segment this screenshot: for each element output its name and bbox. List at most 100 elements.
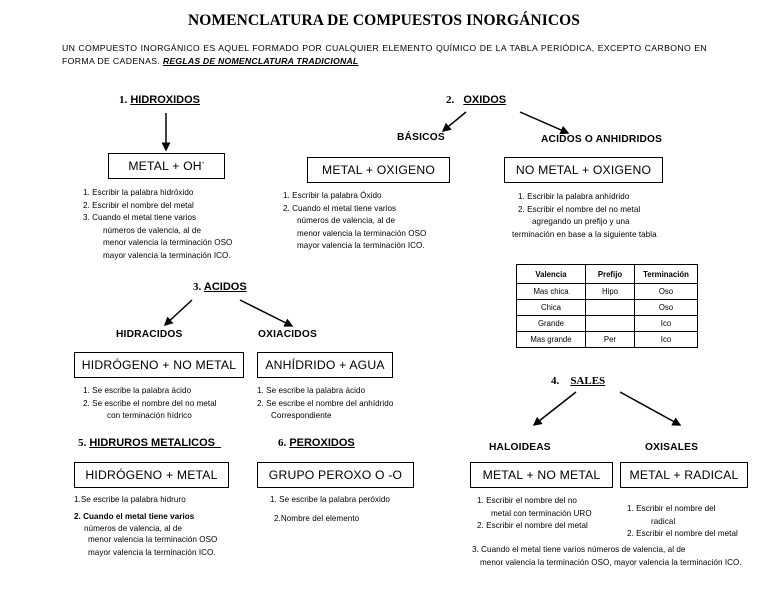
formula-box-hidracidos: HIDRÓGENO + NO METAL: [74, 352, 244, 378]
section-heading-oxidos: 2. OXIDOS: [446, 94, 506, 106]
cell-terminacion: Oso: [634, 299, 698, 316]
page-title: NOMENCLATURA DE COMPUESTOS INORGÁNICOS: [187, 12, 581, 29]
rules-list-basicos: 1. Escribir la palabra Óxido 2. Cuando e…: [283, 190, 498, 253]
valencia-table: Valencia Prefijo Terminación Mas chica H…: [516, 264, 698, 348]
rule-item: 1. Escribir el nombre del: [627, 504, 716, 513]
rule-item: mayor valencia la terminación ICO.: [88, 547, 216, 557]
rule-item: menor valencia la terminación OSO, mayor…: [480, 557, 742, 567]
subsection-heading-hidracidos: HIDRACIDOS: [116, 329, 183, 340]
rules-list-haloideas: 1. Escribir el nombre del no metal con t…: [477, 495, 657, 533]
subsection-heading-oxisales: OXISALES: [645, 442, 699, 453]
rule-item: números de valencia, al de: [84, 524, 183, 534]
rule-item: números de valencia, al de: [103, 225, 202, 235]
formula-box-peroxidos: GRUPO PEROXO O -O: [257, 462, 414, 488]
hidruros-number: 5.: [78, 437, 87, 449]
oxidos-number: 2.: [446, 94, 455, 106]
section-heading-sales: 4. SALES: [551, 375, 605, 387]
oxiacidos-formula-text: ANHÍDRIDO + AGUA: [265, 358, 385, 372]
rule-item: Correspondiente: [271, 411, 332, 421]
rule-item: 1. Escribir la palabra Óxido: [283, 191, 382, 200]
column-header-valencia: Valencia: [516, 264, 586, 284]
rule-item: mayor valencia la terminación ICO.: [103, 250, 231, 260]
rule-item: mayor valencia la terminación ICO.: [297, 241, 425, 251]
section-heading-peroxidos: 6. PEROXIDOS: [278, 437, 355, 449]
hidroxidos-formula-charge: -: [201, 158, 205, 168]
rules-list-peroxidos: 1. Se escribe la palabra peróxido 2.Nomb…: [270, 494, 460, 525]
rule-item: terminación en base a la siguiente tabla: [512, 229, 657, 239]
acidos-number: 3.: [193, 281, 202, 293]
rules-list-oxiacidos: 1. Se escribe la palabra ácido 2. Se esc…: [257, 385, 457, 423]
rules-list-hidracidos: 1. Se escribe la palabra ácido 2. Se esc…: [83, 385, 283, 423]
formula-box-basicos: METAL + OXIGENO: [307, 157, 450, 183]
cell-prefijo: [585, 315, 635, 332]
rule-item: 2. Cuando el metal tiene varios: [74, 511, 195, 521]
subsection-heading-basicos: BÁSICOS: [397, 132, 445, 143]
subsection-heading-haloideas: HALOIDEAS: [489, 442, 551, 453]
basicos-formula-text: METAL + OXIGENO: [321, 163, 436, 177]
cell-valencia: Mas chica: [516, 283, 586, 300]
rules-list-hidroxidos: 1. Escribir la palabra hidróxido 2. Escr…: [83, 187, 293, 263]
formula-box-haloideas: METAL + NO METAL: [470, 462, 613, 488]
column-header-terminacion: Terminación: [634, 264, 698, 284]
formula-box-oxiacidos: ANHÍDRIDO + AGUA: [257, 352, 393, 378]
rule-item: 1. Escribir la palabra anhídrido: [518, 192, 630, 201]
rule-item: 2. Se escribe el nombre del anhídrido: [257, 398, 394, 408]
rule-item: 3. Cuando el metal tiene varios números …: [472, 545, 686, 554]
rule-item: agregando un prefijo y una: [532, 217, 630, 227]
rule-item: 1. Se escribe la palabra ácido: [83, 386, 192, 395]
section-heading-hidroxidos: 1. HIDROXIDOS: [119, 94, 200, 106]
cell-valencia: Mas grande: [516, 331, 586, 348]
intro-body: UN COMPUESTO INORGÁNICO ES AQUEL FORMADO…: [62, 43, 707, 66]
sales-number: 4.: [551, 375, 560, 387]
rule-item: 1. Se escribe la palabra peróxido: [270, 495, 390, 504]
rule-item: 2. Escribir el nombre del metal: [83, 200, 194, 210]
rule-item: 2.Nombre del elemento: [274, 513, 360, 523]
section-heading-hidruros-metalicos: 5. HIDRUROS METALICOS: [78, 437, 221, 449]
formula-box-oxisales: METAL + RADICAL: [620, 462, 748, 488]
rule-item: menor valencia la terminación OSO: [88, 535, 218, 545]
rule-item: radical: [651, 516, 676, 526]
cell-terminacion: Ico: [634, 315, 698, 332]
rule-item: números de valencia, al de: [297, 216, 396, 226]
rule-item: 1. Escribir el nombre del no: [477, 496, 577, 505]
cell-terminacion: Ico: [634, 331, 698, 348]
rule-item: 1.Se escribe la palabra hidruro: [74, 495, 186, 504]
cell-valencia: Grande: [516, 315, 586, 332]
rule-item: 1. Se escribe la palabra ácido: [257, 386, 366, 395]
rule-item: 2. Cuando el metal tiene varios: [283, 203, 397, 213]
rule-item: 1. Escribir la palabra hidróxido: [83, 188, 194, 197]
sales-label: SALES: [570, 375, 606, 387]
rule-item: menor valencia la terminación OSO: [103, 238, 233, 248]
hidroxidos-number: 1.: [119, 94, 128, 106]
formula-box-hidroxidos: METAL + OH-: [108, 153, 225, 179]
hidruros-label: HIDRUROS METALICOS: [89, 437, 215, 449]
rules-list-oxisales: 1. Escribir el nombre del radical 2. Esc…: [627, 503, 768, 541]
haloideas-formula-text: METAL + NO METAL: [482, 468, 601, 482]
oxidos-label: OXIDOS: [463, 94, 507, 106]
formula-box-acidos-anhidridos: NO METAL + OXIGENO: [504, 157, 663, 183]
cell-prefijo: [585, 299, 635, 316]
column-header-prefijo: Prefijo: [585, 264, 635, 284]
intro-paragraph: UN COMPUESTO INORGÁNICO ES AQUEL FORMADO…: [62, 42, 707, 67]
cell-prefijo: Per: [585, 331, 635, 348]
table-row: Mas grande Per Ico: [516, 331, 698, 348]
table-row: Mas chica Hipo Oso: [516, 283, 698, 300]
section-heading-acidos: 3. ACIDOS: [193, 281, 247, 293]
rule-item: con terminación hídrico: [107, 411, 192, 421]
formula-box-hidruros-metalicos: HIDRÓGENO + METAL: [74, 462, 229, 488]
hidroxidos-formula-text: METAL + OH: [128, 159, 202, 174]
rule-item: menor valencia la terminación OSO: [297, 228, 427, 238]
peroxidos-number: 6.: [278, 437, 287, 449]
acidos-label: ACIDOS: [203, 281, 247, 293]
rule-item: 2. Escribir el nombre del metal: [477, 521, 588, 531]
rule-item: metal con terminación URO: [491, 508, 592, 518]
rules-list-sales-shared: 3. Cuando el metal tiene varios números …: [472, 544, 768, 569]
hidruros-underline-tail: [215, 437, 221, 449]
rule-item: 2. Escribir el nombre del no metal: [518, 204, 641, 214]
rule-item: 2. Se escribe el nombre del no metal: [83, 398, 217, 408]
hidracidos-formula-text: HIDRÓGENO + NO METAL: [81, 358, 237, 372]
rule-item: 3. Cuando el metal tiene varios: [83, 213, 197, 223]
cell-prefijo: Hipo: [585, 283, 635, 300]
cell-valencia: Chica: [516, 299, 586, 316]
